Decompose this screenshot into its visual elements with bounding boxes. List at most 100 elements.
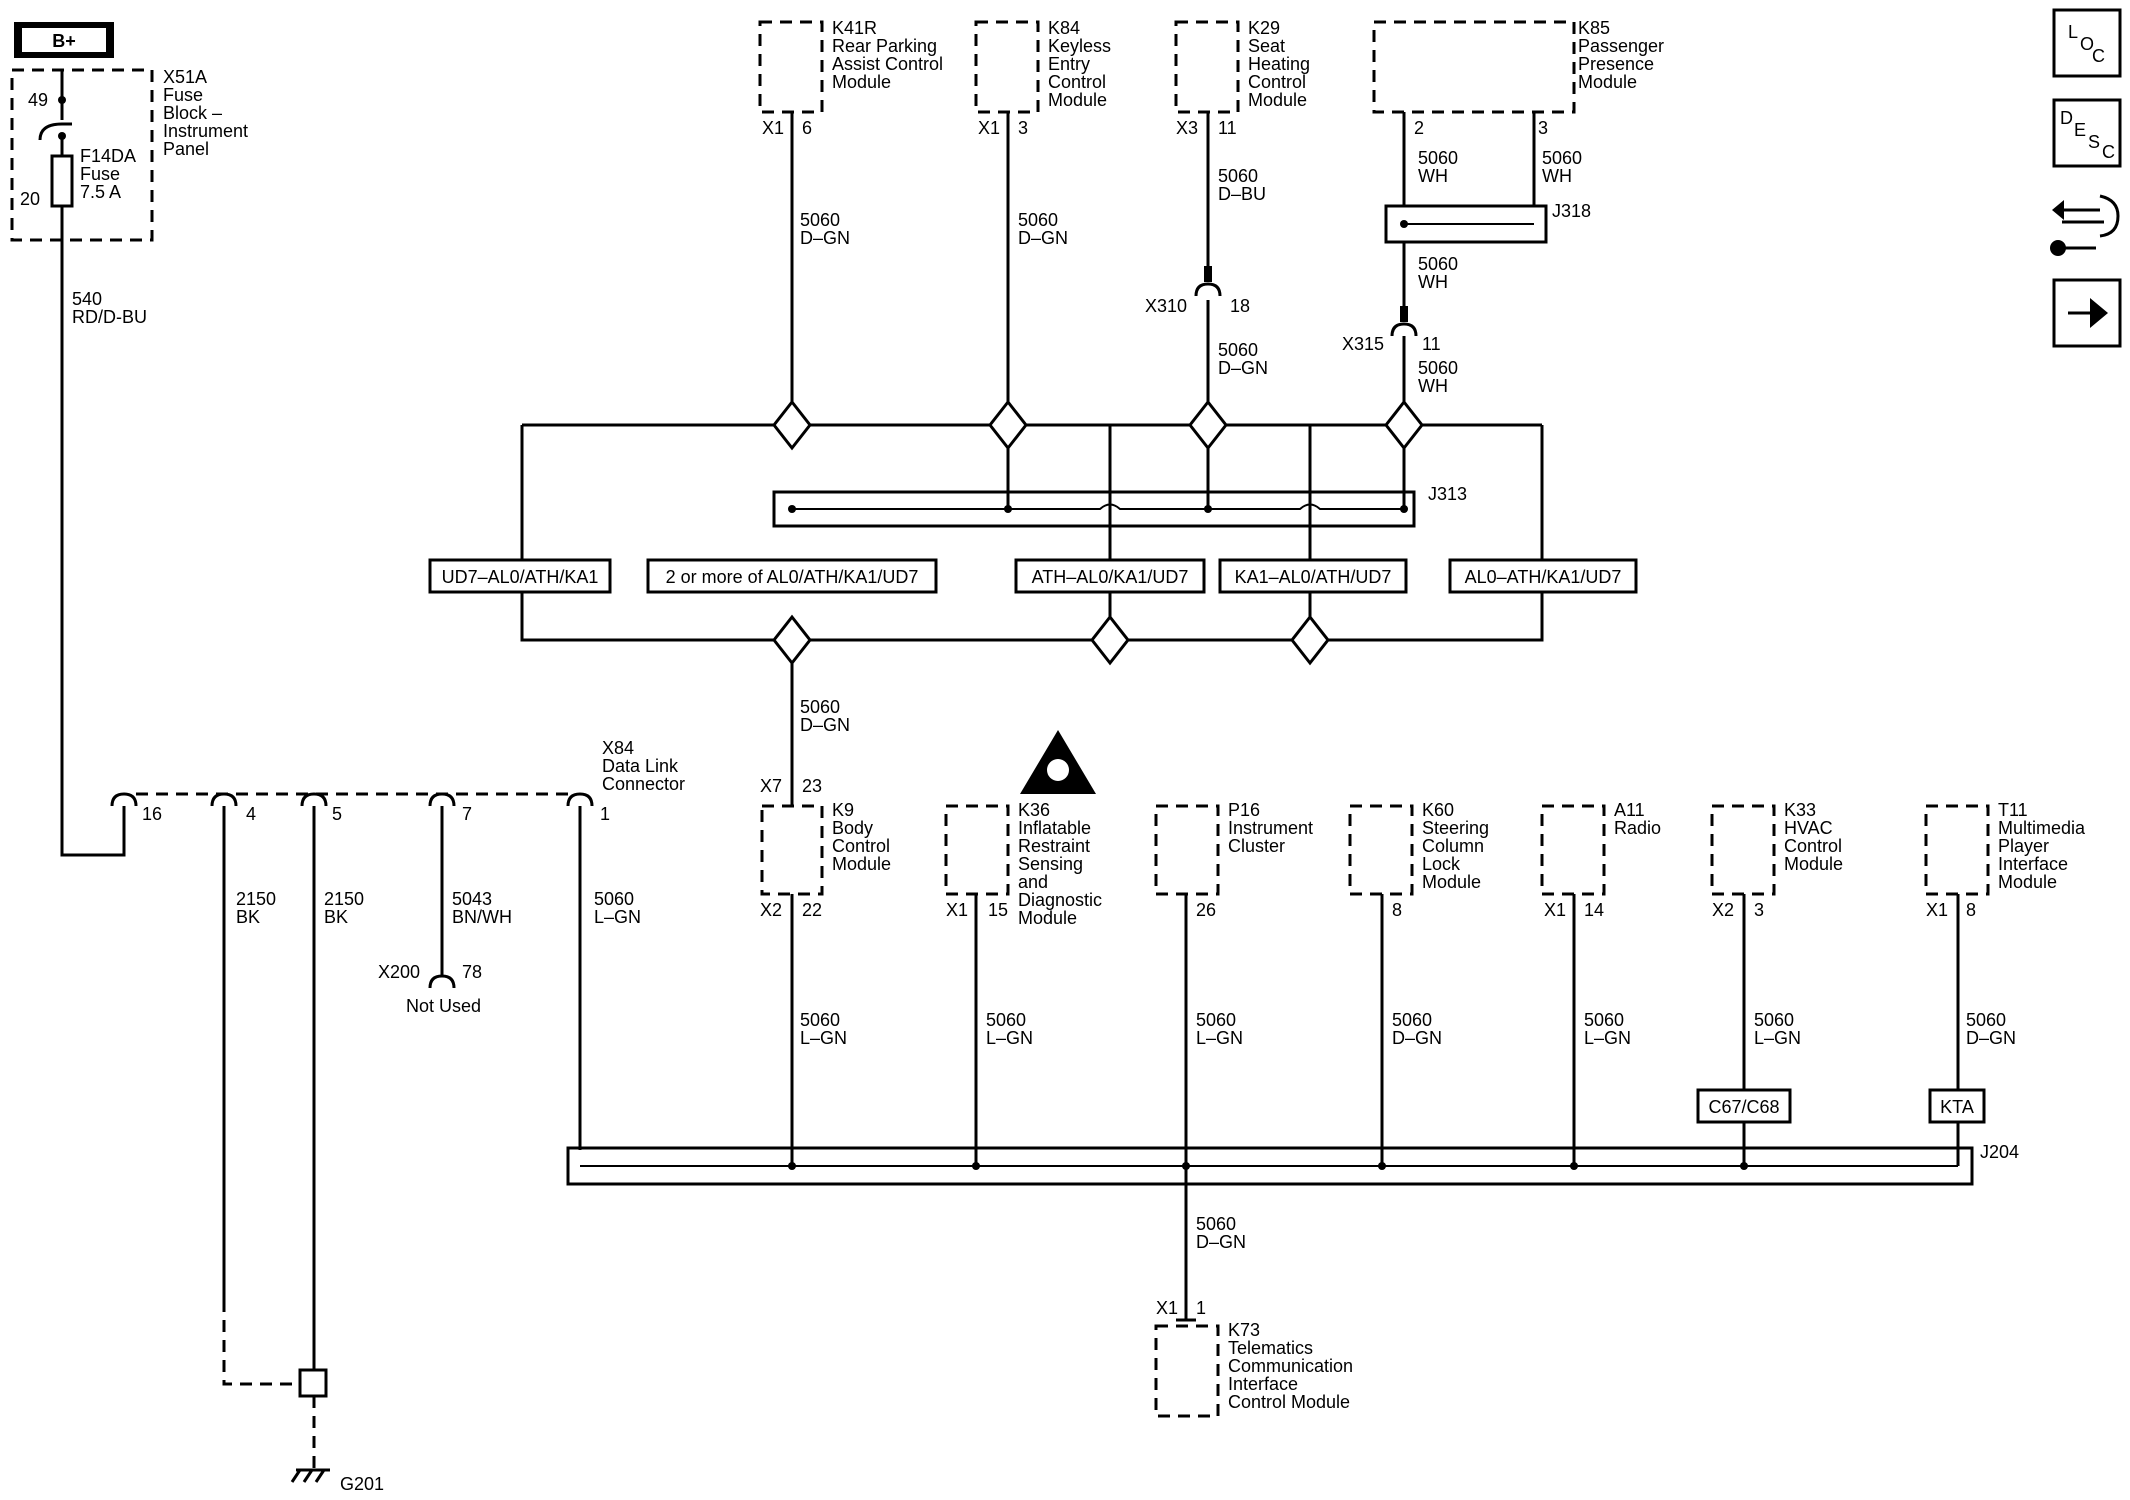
svg-text:Communication: Communication [1228,1356,1353,1376]
svg-text:Module: Module [1018,908,1077,928]
svg-text:D–GN: D–GN [1966,1028,2016,1048]
svg-text:Block –: Block – [163,103,222,123]
fuse-block-pin-20: 20 [20,189,40,209]
splice-j313: J313 [772,484,1467,528]
svg-text:5060: 5060 [800,210,840,230]
svg-text:540: 540 [72,289,102,309]
svg-text:2150: 2150 [324,889,364,909]
module-p16[interactable]: P16 Instrument Cluster 26 5060 L–GN [1154,800,1313,1048]
svg-text:5060: 5060 [1418,254,1458,274]
svg-text:5060: 5060 [986,1010,1026,1030]
loc-icon[interactable]: L O C [2052,8,2122,78]
svg-text:D–GN: D–GN [1392,1028,1442,1048]
svg-text:11: 11 [1422,334,1441,354]
svg-text:Fuse: Fuse [163,85,203,105]
splice-j204: J204 [566,1142,2019,1186]
svg-text:X84: X84 [602,738,634,758]
svg-text:Radio: Radio [1614,818,1661,838]
svg-text:X200: X200 [378,962,420,982]
svg-text:and: and [1018,872,1048,892]
svg-text:Steering: Steering [1422,818,1489,838]
svg-text:5060: 5060 [1966,1010,2006,1030]
svg-text:AL0–ATH/KA1/UD7: AL0–ATH/KA1/UD7 [1465,567,1622,587]
svg-text:KA1–AL0/ATH/UD7: KA1–AL0/ATH/UD7 [1235,567,1392,587]
connector-tool-icon[interactable] [2050,194,2120,256]
svg-text:2 or more of AL0/ATH/KA1/UD7: 2 or more of AL0/ATH/KA1/UD7 [666,567,919,587]
svg-text:C: C [2092,46,2105,66]
svg-text:K9: K9 [832,800,854,820]
module-a11[interactable]: A11 Radio X1 14 5060 L–GN [1540,800,1661,1048]
svg-text:1: 1 [1196,1298,1206,1318]
fuse-block-pin-49: 49 [28,90,48,110]
svg-text:78: 78 [462,962,482,982]
svg-text:L–GN: L–GN [1584,1028,1631,1048]
svg-text:23: 23 [802,776,822,796]
svg-text:P16: P16 [1228,800,1260,820]
module-k73[interactable]: X1 1 K73 Telematics Communication Interf… [1154,1298,1353,1418]
svg-text:5060: 5060 [594,889,634,909]
module-k36[interactable]: K36 Inflatable Restraint Sensing and Dia… [944,730,1102,1048]
svg-text:L–GN: L–GN [986,1028,1033,1048]
module-k9[interactable]: X7 23 K9 Body Control Module X2 22 5060 … [760,776,891,1048]
svg-text:S: S [2088,132,2100,152]
svg-text:3: 3 [1754,900,1764,920]
svg-text:Restraint: Restraint [1018,836,1090,856]
data-link-connector-x84[interactable]: X84 Data Link Connector 16 4 5 7 1 [110,738,685,824]
svg-text:Module: Module [832,72,891,92]
svg-text:5060: 5060 [1218,340,1258,360]
module-k60[interactable]: K60 Steering Column Lock Module 8 5060 D… [1348,800,1489,1048]
svg-text:T11: T11 [1998,800,2028,820]
svg-text:RD/D-BU: RD/D-BU [72,307,147,327]
svg-text:7: 7 [462,804,472,824]
svg-text:Control: Control [832,836,890,856]
svg-text:Telematics: Telematics [1228,1338,1313,1358]
svg-text:5060: 5060 [1392,1010,1432,1030]
svg-text:K41R: K41R [832,18,877,38]
svg-text:X1: X1 [1544,900,1566,920]
svg-text:K33: K33 [1784,800,1816,820]
desc-icon[interactable]: D E S C [2052,98,2122,168]
svg-text:Body: Body [832,818,873,838]
svg-text:BK: BK [324,907,348,927]
svg-text:4: 4 [246,804,256,824]
module-k85[interactable]: K85 Passenger Presence Module 2 3 5060 W… [1372,18,1664,186]
svg-text:6: 6 [802,118,812,138]
svg-text:BN/WH: BN/WH [452,907,512,927]
svg-text:Instrument: Instrument [1228,818,1313,838]
svg-text:X7: X7 [760,776,782,796]
svg-text:5060: 5060 [1196,1214,1236,1234]
svg-text:8: 8 [1392,900,1402,920]
svg-text:J313: J313 [1428,484,1467,504]
svg-text:Module: Module [1578,72,1637,92]
svg-text:O: O [2080,34,2094,54]
svg-text:Module: Module [1422,872,1481,892]
module-k84[interactable]: K84 Keyless Entry Control Module X1 3 50… [974,18,1111,248]
module-k29[interactable]: K29 Seat Heating Control Module X3 11 50… [1174,18,1310,204]
svg-text:K60: K60 [1422,800,1454,820]
module-k33[interactable]: K33 HVAC Control Module X2 3 5060 L–GN C… [1696,800,1843,1124]
svg-text:A11: A11 [1614,800,1645,820]
svg-text:K84: K84 [1048,18,1080,38]
svg-text:5060: 5060 [1018,210,1058,230]
svg-text:5060: 5060 [1218,166,1258,186]
svg-text:L–GN: L–GN [594,907,641,927]
svg-text:Module: Module [1998,872,2057,892]
svg-text:Interface: Interface [1228,1374,1298,1394]
svg-text:D–GN: D–GN [800,228,850,248]
svg-text:22: 22 [802,900,822,920]
svg-text:K73: K73 [1228,1320,1260,1340]
svg-text:5043: 5043 [452,889,492,909]
svg-text:5060: 5060 [1418,148,1458,168]
svg-text:D–BU: D–BU [1218,184,1266,204]
svg-text:G201: G201 [340,1474,384,1494]
svg-text:Interface: Interface [1998,854,2068,874]
svg-text:3: 3 [1538,118,1548,138]
module-k41r[interactable]: K41R Rear Parking Assist Control Module … [758,18,943,248]
svg-text:WH: WH [1418,376,1448,396]
module-t11[interactable]: T11 Multimedia Player Interface Module X… [1924,800,2086,1124]
next-arrow-icon[interactable] [2052,278,2122,348]
fuse-block-x51a[interactable]: X51A Fuse Block – Instrument Panel 49 20… [10,67,248,242]
svg-text:X1: X1 [978,118,1000,138]
svg-text:K85: K85 [1578,18,1610,38]
